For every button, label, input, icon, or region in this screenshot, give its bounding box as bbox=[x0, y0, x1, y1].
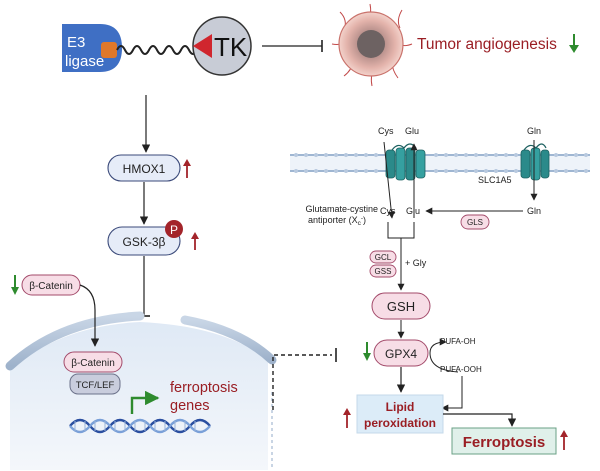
gpx4-node bbox=[373, 339, 429, 367]
cys-top-label: Cys bbox=[378, 126, 394, 136]
antiporter-label-line2: antiporter (Xc-) bbox=[308, 215, 366, 227]
tumor-angiogenesis-label: Tumor angiogenesis bbox=[417, 36, 557, 53]
gsk3b-node bbox=[107, 226, 181, 256]
e3-ligase-shape bbox=[62, 24, 122, 72]
gpx4-label: GPX4 bbox=[385, 347, 417, 361]
gsk3b-label: GSK-3β bbox=[123, 235, 166, 249]
xc-antiporter-icon bbox=[385, 143, 426, 181]
tcf-lef-node bbox=[69, 373, 121, 395]
pufa-ooh-label: PUFA-OOH bbox=[440, 365, 482, 374]
gln-bottom-label: Gln bbox=[527, 206, 541, 216]
hmox1-label: HMOX1 bbox=[123, 162, 166, 176]
hmox1-node bbox=[107, 154, 181, 182]
tk-pocket-icon bbox=[193, 34, 212, 58]
linker-wave bbox=[116, 45, 198, 55]
beta-catenin-nuclear-node bbox=[63, 351, 123, 373]
up-arrow-icon bbox=[191, 232, 199, 250]
ferroptosis-genes-line2: genes bbox=[170, 398, 210, 414]
up-arrow-icon bbox=[183, 159, 191, 178]
slc1a5-transporter-icon bbox=[520, 143, 550, 181]
e3-warhead bbox=[101, 42, 117, 58]
cys-bottom-label: Cys bbox=[380, 206, 396, 216]
phospho-badge bbox=[165, 220, 183, 238]
dna-helix-icon bbox=[69, 418, 211, 434]
cys-glu-bracket bbox=[387, 222, 415, 239]
gsh-label: GSH bbox=[387, 299, 415, 314]
gcl-label: GCL bbox=[375, 253, 392, 262]
gss-label: GSS bbox=[375, 267, 392, 276]
lipid-label-line1: Lipid bbox=[386, 400, 415, 414]
cys-import-arrow bbox=[383, 141, 395, 219]
antiporter-label-line1: Glutamate-cystine bbox=[305, 204, 378, 214]
down-arrow-icon bbox=[569, 34, 579, 53]
pufa-ooh-to-lipid-arrow bbox=[441, 376, 463, 412]
e3-label-line1: E3 bbox=[67, 34, 85, 51]
gsh-node bbox=[371, 292, 431, 320]
down-arrow-icon bbox=[11, 275, 19, 295]
gln-top-label: Gln bbox=[527, 126, 541, 136]
beta-catenin-cyto-label: β-Catenin bbox=[29, 281, 73, 292]
e3-label-line2: ligase bbox=[65, 53, 104, 70]
glu-top-label: Glu bbox=[405, 126, 419, 136]
pufa-oh-label: PUFA-OH bbox=[440, 337, 476, 346]
gls-label: GLS bbox=[467, 218, 483, 227]
up-arrow-icon bbox=[560, 430, 568, 450]
up-arrow-icon bbox=[343, 408, 351, 428]
protac-complex: E3 ligase TK bbox=[62, 16, 252, 76]
phospho-label: P bbox=[170, 223, 178, 237]
tcf-lef-label: TCF/LEF bbox=[76, 380, 115, 391]
glu-bottom-label: Glu bbox=[406, 206, 420, 216]
beta-catenin-nuclear-label: β-Catenin bbox=[71, 358, 115, 369]
beta-catenin-translocation-arrow bbox=[79, 284, 100, 347]
arrow-to-ferroptosis bbox=[443, 413, 517, 427]
gly-label: + Gly bbox=[405, 258, 427, 268]
tumor-icon bbox=[331, 3, 413, 87]
tk-label: TK bbox=[214, 32, 248, 62]
pufa-reduction-arrow bbox=[429, 338, 459, 373]
down-arrow-icon bbox=[363, 342, 371, 361]
transcription-start-icon bbox=[130, 390, 160, 414]
cell-membrane bbox=[290, 153, 590, 173]
ferroptosis-box bbox=[451, 427, 557, 455]
slc1a5-label: SLC1A5 bbox=[478, 175, 512, 185]
gls-enzyme-node bbox=[460, 214, 490, 230]
ferroptosis-genes-line1: ferroptosis bbox=[170, 380, 238, 396]
ferroptosis-label: Ferroptosis bbox=[463, 434, 546, 451]
gcl-enzyme-node bbox=[369, 250, 397, 264]
genes-inhibit-gpx4-line bbox=[272, 354, 332, 410]
lipid-label-line2: peroxidation bbox=[364, 416, 436, 430]
gss-enzyme-node bbox=[369, 264, 397, 278]
